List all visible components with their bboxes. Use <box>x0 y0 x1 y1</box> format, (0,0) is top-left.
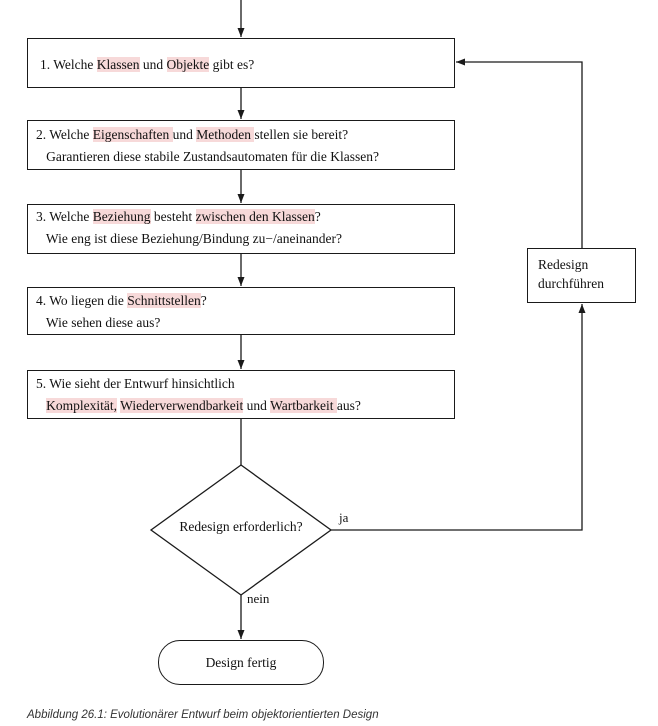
redesign-box: Redesign durchführen <box>527 248 636 303</box>
arrow-redesign-step1 <box>456 58 583 248</box>
step-1-line-1: 1. Welche Klassen und Objekte gibt es? <box>40 54 454 76</box>
redesign-line-2: durchführen <box>538 276 604 291</box>
text-run: und <box>243 398 271 413</box>
text-run: und <box>139 57 167 72</box>
text-run: 3. Welche <box>36 209 93 224</box>
text-run: Garantieren diese stabile Zustandsautoma… <box>36 149 380 164</box>
text-run: Wie eng ist diese Beziehung/Bindung zu−/… <box>36 231 342 246</box>
text-run: gibt es? <box>209 57 255 72</box>
step-4-line-1: 4. Wo liegen die Schnittstellen? <box>36 290 454 312</box>
step-2-line-1: 2. Welche Eigenschaften und Methoden ste… <box>36 124 454 146</box>
text-run: ? <box>200 293 207 308</box>
highlighted-term: Schnittstellen <box>127 293 201 308</box>
redesign-line-1: Redesign <box>538 257 589 272</box>
text-run: 5. Wie sieht der Entwurf hinsichtlich <box>36 376 235 391</box>
text-run: 1. Welche <box>40 57 97 72</box>
highlighted-term: Wartbarkeit <box>270 398 337 413</box>
arrow-decision-redesign <box>331 304 586 531</box>
highlighted-term: Wiederverwendbarkeit <box>120 398 244 413</box>
step-5-line-2: Komplexität, Wiederverwendbarkeit und Wa… <box>36 395 454 417</box>
highlighted-term: Beziehung <box>92 209 151 224</box>
final-terminal: Design fertig <box>158 640 324 685</box>
text-run <box>36 398 46 413</box>
step-1-box: 1. Welche Klassen und Objekte gibt es? <box>27 38 455 88</box>
no-edge-label: nein <box>247 591 270 606</box>
step-3-box: 3. Welche Beziehung besteht zwischen den… <box>27 204 455 254</box>
text-run: Wie sehen diese aus? <box>36 315 161 330</box>
highlighted-term: Eigenschaften <box>92 127 173 142</box>
figure-caption: Abbildung 26.1: Evolutionärer Entwurf be… <box>27 709 379 721</box>
step-5-box: 5. Wie sieht der Entwurf hinsichtlich Ko… <box>27 370 455 419</box>
step-3-line-2: Wie eng ist diese Beziehung/Bindung zu−/… <box>36 228 454 250</box>
text-run: stellen sie bereit? <box>254 127 349 142</box>
highlighted-term: Komplexität, <box>46 398 117 413</box>
text-run: 4. Wo liegen die <box>36 293 128 308</box>
text-run: ? <box>314 209 321 224</box>
highlighted-term: zwischen den Klassen <box>195 209 315 224</box>
step-4-box: 4. Wo liegen die Schnittstellen? Wie seh… <box>27 287 455 335</box>
yes-edge-label: ja <box>339 510 349 525</box>
highlighted-term: Klassen <box>96 57 140 72</box>
step-2-box: 2. Welche Eigenschaften und Methoden ste… <box>27 120 455 170</box>
decision-label: Redesign erforderlich? <box>179 519 303 534</box>
text-run: 2. Welche <box>36 127 93 142</box>
step-5-line-1: 5. Wie sieht der Entwurf hinsichtlich <box>36 373 454 395</box>
text-run: aus? <box>336 398 361 413</box>
text-run: besteht <box>150 209 196 224</box>
step-4-line-2: Wie sehen diese aus? <box>36 312 454 334</box>
highlighted-term: Methoden <box>196 127 255 142</box>
step-3-line-1: 3. Welche Beziehung besteht zwischen den… <box>36 206 454 228</box>
highlighted-term: Objekte <box>166 57 210 72</box>
step-2-line-2: Garantieren diese stabile Zustandsautoma… <box>36 146 454 168</box>
text-run: und <box>172 127 197 142</box>
